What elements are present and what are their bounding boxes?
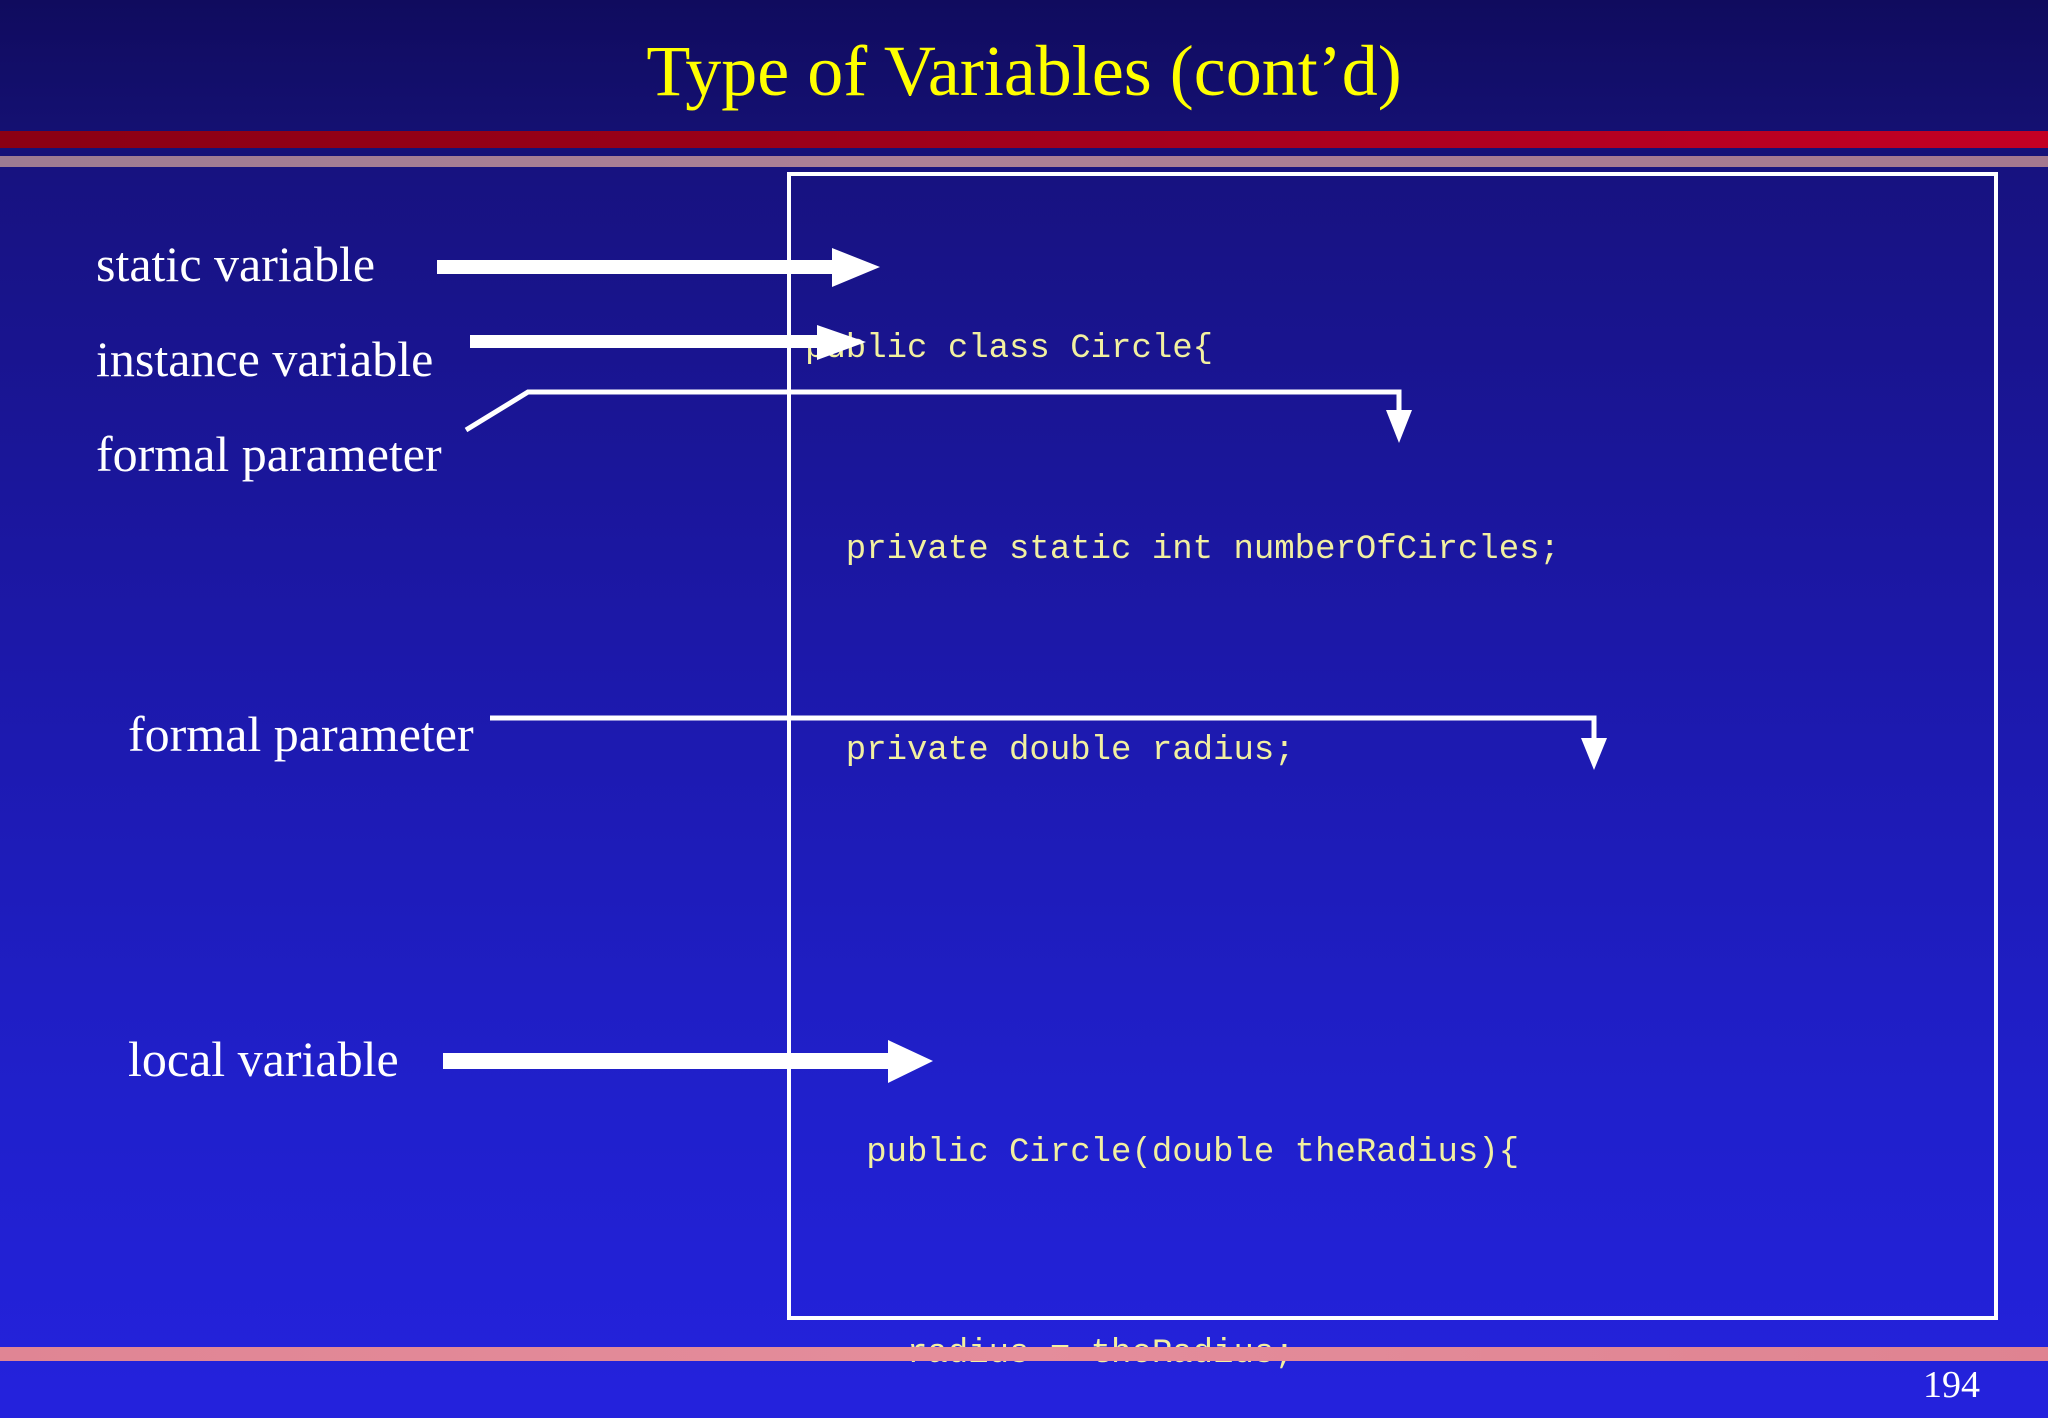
footer-pink-rule (0, 1347, 2048, 1361)
code-box-border (787, 172, 1998, 1320)
code-line: public Circle(double theRadius){ (805, 1134, 1520, 1172)
code-line (805, 919, 2035, 986)
divider-mauve-rule (0, 156, 2048, 167)
page-number: 194 (1923, 1364, 1980, 1406)
label-formal-parameter-two: formal parameter (128, 706, 474, 762)
page-title: Type of Variables (cont’d) (646, 31, 1402, 111)
code-line: private static int numberOfCircles; (805, 531, 1560, 569)
title-band (0, 0, 2048, 132)
label-instance-variable: instance variable (96, 331, 434, 387)
code-listing: public class Circle{ private static int … (805, 182, 2035, 1418)
label-static-variable: static variable (96, 236, 376, 292)
divider-red-rule (0, 131, 2048, 148)
label-formal-parameter-one: formal parameter (96, 426, 442, 482)
label-local-variable: local variable (128, 1031, 399, 1087)
divider-gap (0, 148, 2048, 156)
code-line: private double radius; (805, 732, 1295, 770)
code-line: public class Circle{ (805, 330, 1214, 368)
